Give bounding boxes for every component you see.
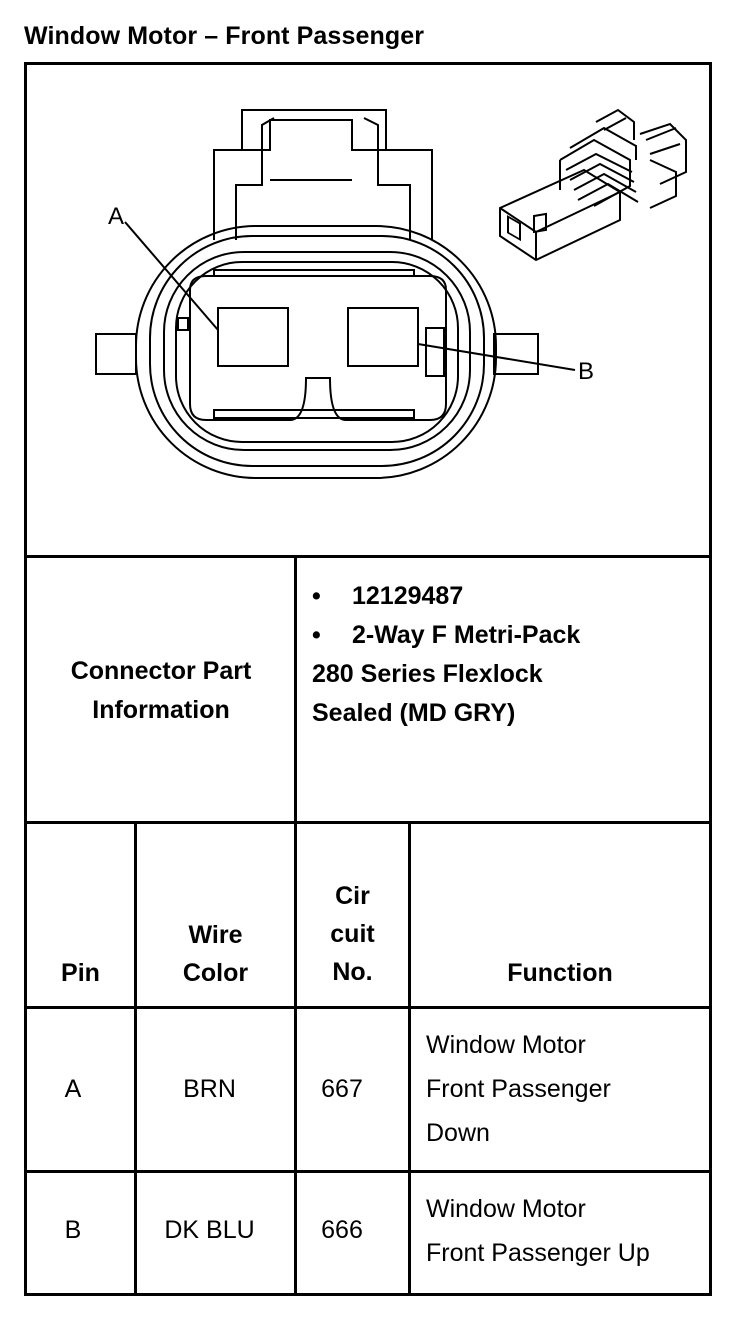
bullet-item: • 2-Way F Metri-Pack [312,616,580,655]
divider-col-wire [294,821,297,1296]
bullet-icon: • [312,582,321,610]
connector-type-line-2: 280 Series Flexlock [312,660,543,688]
header-wire-color: Wire Color [182,921,249,987]
divider-diagram [24,555,712,558]
connector-label-line-2: Information [92,696,230,724]
connector-part-info-value: • 12129487 • 2-Way F Metri-Pack 280 Seri… [312,577,580,733]
page-title: Window Motor – Front Passenger [24,22,425,50]
row-a-wire-color: BRN [183,1075,236,1103]
divider-connector-col [294,555,297,821]
header-circuit-number: Cir cuit No. [330,882,375,986]
row-b-function: Window Motor Front Passenger Up [426,1195,650,1267]
divider-col-pin [134,821,137,1296]
table-frame [24,62,712,1296]
divider-row-a [24,1170,712,1173]
connector-label-line-1: Connector Part [70,657,252,685]
header-function: Function [507,959,613,987]
connector-type: 2-Way F Metri-Pack [352,621,581,649]
pin-label-b: B [578,358,594,385]
pin-label-a: A [108,203,124,230]
divider-header [24,1006,712,1009]
header-pin: Pin [61,959,100,987]
row-b-pin: B [64,1216,82,1244]
row-b-wire-color: DK BLU [164,1216,255,1244]
connector-diagram: A B [95,108,687,479]
divider-connector-info [24,821,712,824]
row-a-function: Window Motor Front Passenger Down [426,1031,611,1147]
divider-col-circuit [408,821,411,1296]
connector-type-line-3: Sealed (MD GRY) [312,699,516,727]
row-a-circuit: 667 [321,1075,363,1103]
row-a-pin: A [64,1075,82,1103]
connector-part-info-label: Connector Part Information [27,560,295,822]
row-b-circuit: 666 [321,1216,363,1244]
bullet-icon: • [312,621,321,649]
part-number: 12129487 [352,582,464,610]
bullet-item: • 12129487 [312,577,580,616]
